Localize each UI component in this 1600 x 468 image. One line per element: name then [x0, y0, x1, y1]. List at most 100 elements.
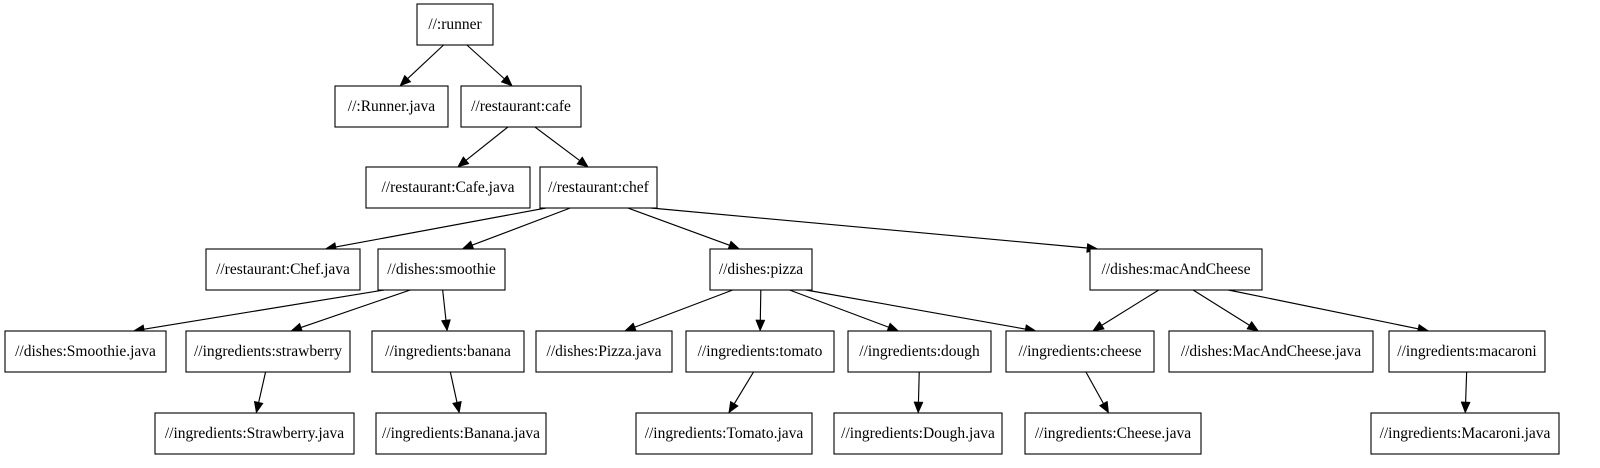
graph-node-pizza_java[interactable]: //dishes:Pizza.java	[535, 330, 673, 373]
graph-node-ing_dough[interactable]: //ingredients:dough	[847, 330, 992, 373]
node-box[interactable]	[416, 3, 494, 46]
edge-arrowhead	[755, 319, 766, 332]
node-box[interactable]	[1089, 248, 1263, 291]
node-label: //ingredients:dough	[859, 343, 980, 360]
dependency-edge	[335, 207, 547, 248]
edge-arrowhead	[452, 400, 462, 414]
dependency-edge	[258, 371, 267, 403]
graph-node-dough_java[interactable]: //ingredients:Dough.java	[833, 412, 1003, 455]
edge-arrowhead	[886, 322, 900, 332]
node-label: //ingredients:cheese	[1018, 343, 1141, 360]
dependency-edge	[534, 126, 580, 161]
graph-node-macaroni_java[interactable]: //ingredients:Macaroni.java	[1370, 412, 1560, 455]
dependency-edge	[789, 289, 889, 328]
edge-arrowhead	[457, 156, 470, 168]
dependency-edge	[733, 371, 755, 404]
node-label: //restaurant:Chef.java	[216, 261, 350, 278]
graph-node-macandchs_java[interactable]: //dishes:MacAndCheese.java	[1168, 330, 1374, 373]
dependency-edge	[407, 44, 444, 79]
dependency-edge	[1228, 289, 1419, 330]
graph-node-restaurant_cafe[interactable]: //restaurant:cafe	[460, 85, 582, 128]
edge-arrowhead	[1246, 320, 1260, 332]
graph-node-ing_macaroni[interactable]: //ingredients:macaroni	[1388, 330, 1546, 373]
node-box[interactable]	[685, 330, 835, 373]
node-box[interactable]	[371, 330, 525, 373]
node-label: //restaurant:chef	[548, 179, 650, 196]
edge-arrowhead	[1092, 320, 1105, 332]
dependency-edge	[465, 126, 509, 161]
dependency-edge	[917, 371, 920, 403]
graph-node-ing_banana[interactable]: //ingredients:banana	[371, 330, 525, 373]
graph-node-restaurant_chef[interactable]: //restaurant:chef	[539, 166, 658, 209]
node-box[interactable]	[185, 330, 351, 373]
graph-node-strawberry_java[interactable]: //ingredients:Strawberry.java	[154, 412, 355, 455]
node-label: //dishes:pizza	[719, 261, 803, 278]
node-box[interactable]	[847, 330, 992, 373]
node-box[interactable]	[460, 85, 582, 128]
graph-node-ing_strawberry[interactable]: //ingredients:strawberry	[185, 330, 351, 373]
dependency-edge	[442, 289, 447, 321]
node-label: //ingredients:Strawberry.java	[165, 425, 344, 442]
node-label: //ingredients:banana	[385, 343, 511, 360]
node-box[interactable]	[1370, 412, 1560, 455]
node-box[interactable]	[635, 412, 813, 455]
dependency-edge	[805, 289, 1026, 330]
dependency-edge	[1101, 289, 1160, 326]
node-box[interactable]	[1024, 412, 1202, 455]
graph-node-runner_java[interactable]: //:Runner.java	[334, 85, 449, 128]
dependency-edge	[759, 289, 762, 321]
node-box[interactable]	[377, 248, 506, 291]
dependency-edge	[300, 289, 411, 328]
node-box[interactable]	[365, 166, 531, 209]
node-label: //ingredients:strawberry	[194, 343, 342, 360]
graph-node-ing_tomato[interactable]: //ingredients:tomato	[685, 330, 835, 373]
node-label: //ingredients:Macaroni.java	[1380, 425, 1551, 442]
graph-node-chef_java[interactable]: //restaurant:Chef.java	[205, 248, 361, 291]
edge-arrowhead	[461, 240, 475, 250]
edge-arrowhead	[440, 319, 451, 332]
node-box[interactable]	[334, 85, 449, 128]
graph-node-runner[interactable]: //:runner	[416, 3, 494, 46]
node-label: //ingredients:Tomato.java	[645, 425, 804, 442]
edge-arrowhead	[1098, 400, 1109, 414]
node-box[interactable]	[1388, 330, 1546, 373]
graph-node-tomato_java[interactable]: //ingredients:Tomato.java	[635, 412, 813, 455]
node-box[interactable]	[4, 330, 167, 373]
node-box[interactable]	[833, 412, 1003, 455]
node-label: //ingredients:Cheese.java	[1035, 425, 1191, 442]
node-label: //restaurant:cafe	[471, 98, 571, 115]
edge-arrowhead	[728, 400, 739, 414]
node-label: //dishes:macAndCheese	[1102, 261, 1251, 278]
node-box[interactable]	[539, 166, 658, 209]
graph-node-cafe_java[interactable]: //restaurant:Cafe.java	[365, 166, 531, 209]
node-box[interactable]	[709, 248, 813, 291]
node-box[interactable]	[1168, 330, 1374, 373]
node-label: //ingredients:tomato	[698, 343, 823, 360]
graph-node-dishes_pizza[interactable]: //dishes:pizza	[709, 248, 813, 291]
dependency-edge	[1085, 371, 1104, 404]
node-box[interactable]	[1005, 330, 1155, 373]
edges-layer	[132, 44, 1471, 414]
node-label: //restaurant:Cafe.java	[382, 179, 515, 196]
node-label: //ingredients:macaroni	[1397, 343, 1537, 360]
node-box[interactable]	[375, 412, 547, 455]
dependency-edge	[1192, 289, 1250, 326]
edge-arrowhead	[1460, 401, 1471, 414]
graph-node-banana_java[interactable]: //ingredients:Banana.java	[375, 412, 547, 455]
dependency-edge	[449, 371, 458, 403]
graph-node-ing_cheese[interactable]: //ingredients:cheese	[1005, 330, 1155, 373]
graph-node-dishes_macandchs[interactable]: //dishes:macAndCheese	[1089, 248, 1263, 291]
node-label: //ingredients:Dough.java	[841, 425, 995, 442]
dependency-edge	[1465, 371, 1468, 403]
node-box[interactable]	[535, 330, 673, 373]
node-box[interactable]	[154, 412, 355, 455]
dependency-edge	[466, 44, 505, 80]
graph-node-smoothie_java[interactable]: //dishes:Smoothie.java	[4, 330, 167, 373]
node-box[interactable]	[205, 248, 361, 291]
node-label: //dishes:MacAndCheese.java	[1181, 343, 1361, 360]
dependency-edge	[627, 207, 730, 246]
graph-node-dishes_smoothie[interactable]: //dishes:smoothie	[377, 248, 506, 291]
graph-node-cheese_java[interactable]: //ingredients:Cheese.java	[1024, 412, 1202, 455]
node-label: //ingredients:Banana.java	[382, 425, 540, 442]
